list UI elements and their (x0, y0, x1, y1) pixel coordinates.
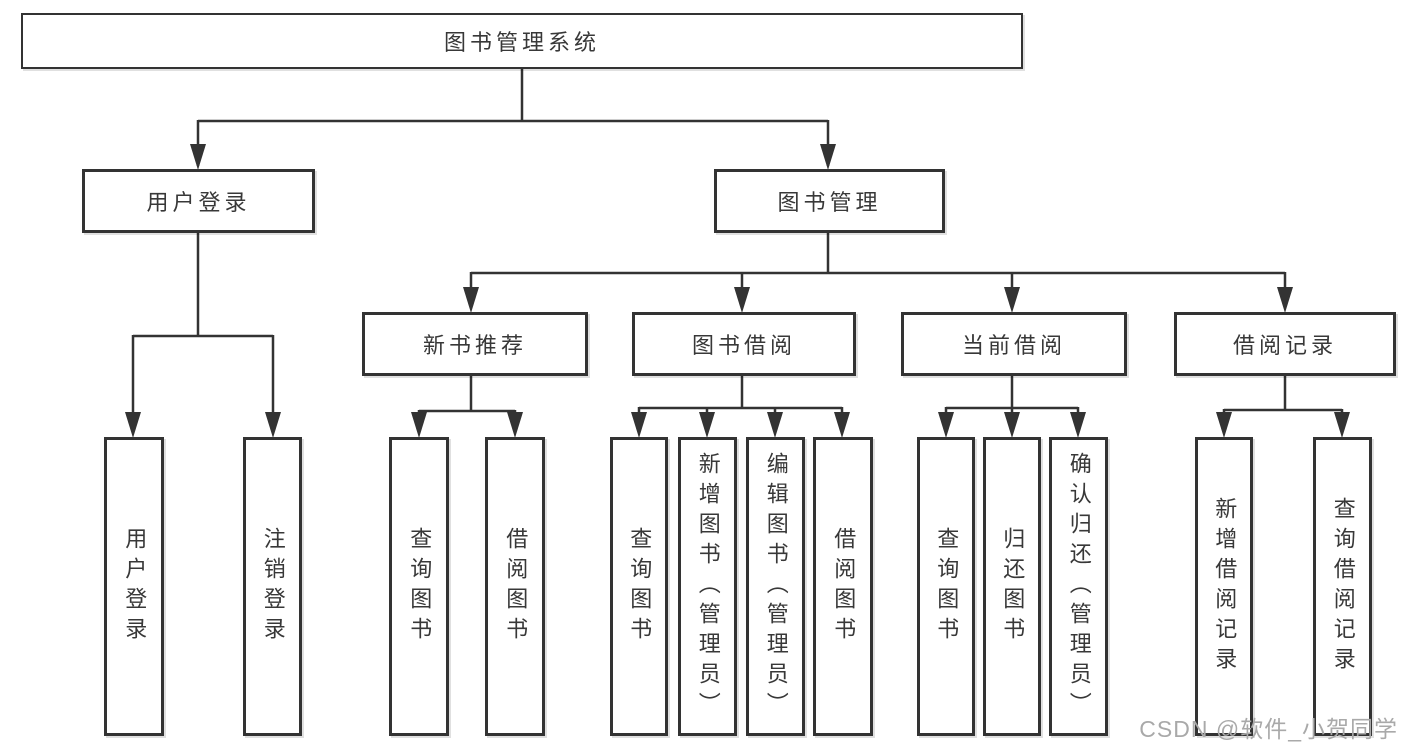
arrow-icon (734, 287, 750, 313)
connector-borrow-record (1222, 375, 1344, 433)
arrow-icon (1334, 412, 1350, 438)
arrow-icon (1277, 287, 1293, 313)
leaf-edit-book-admin: 编辑图书（管理员） (746, 437, 805, 736)
leaf-query-book-3: 查询图书 (917, 437, 975, 736)
leaf-label: 借阅图书 (503, 526, 529, 647)
node-book-borrow: 图书借阅 (632, 312, 856, 376)
arrow-icon (767, 412, 783, 438)
arrow-icon (411, 412, 427, 438)
connector-new-book (417, 375, 517, 433)
arrow-icon (938, 412, 954, 438)
connector-user-login (131, 232, 275, 433)
leaf-label: 借阅图书 (831, 526, 857, 647)
arrow-icon (265, 412, 281, 438)
leaf-add-book-admin: 新增图书（管理员） (678, 437, 737, 736)
leaf-label: 新增图书（管理员） (695, 451, 721, 722)
leaf-label: 查询图书 (407, 526, 433, 647)
arrow-icon (631, 412, 647, 438)
arrow-icon (507, 412, 523, 438)
arrow-icon (834, 412, 850, 438)
arrow-icon (125, 412, 141, 438)
leaf-query-borrow-record: 查询借阅记录 (1313, 437, 1372, 736)
leaf-label: 注销登录 (260, 526, 286, 647)
leaf-query-book-2: 查询图书 (610, 437, 668, 736)
leaf-logout: 注销登录 (243, 437, 302, 736)
node-current-borrow: 当前借阅 (901, 312, 1127, 376)
leaf-label: 查询图书 (934, 526, 960, 647)
leaf-return-book: 归还图书 (983, 437, 1041, 736)
leaf-user-login: 用户登录 (104, 437, 164, 736)
leaf-add-borrow-record: 新增借阅记录 (1195, 437, 1253, 736)
connector-book-mgmt (469, 232, 1287, 308)
arrow-icon (1004, 287, 1020, 313)
leaf-borrow-book-1: 借阅图书 (485, 437, 545, 736)
arrow-icon (1004, 412, 1020, 438)
connector-book-borrow (637, 375, 844, 433)
arrow-icon (1070, 412, 1086, 438)
arrow-icon (1216, 412, 1232, 438)
connector-current-borrow (944, 375, 1080, 433)
node-root: 图书管理系统 (21, 13, 1023, 69)
arrow-icon (190, 144, 206, 170)
leaf-borrow-book-2: 借阅图书 (813, 437, 873, 736)
connector-paths (131, 68, 1344, 433)
leaf-query-book-1: 查询图书 (389, 437, 449, 736)
leaf-label: 编辑图书（管理员） (763, 451, 789, 722)
node-user-login: 用户登录 (82, 169, 315, 233)
arrow-icon (820, 144, 836, 170)
leaf-label: 新增借阅记录 (1212, 496, 1238, 677)
leaf-label: 查询图书 (627, 526, 653, 647)
node-borrow-record: 借阅记录 (1174, 312, 1396, 376)
leaf-label: 归还图书 (1000, 526, 1026, 647)
connector-root (196, 68, 830, 166)
leaf-label: 用户登录 (122, 526, 148, 647)
node-new-book-recommend: 新书推荐 (362, 312, 588, 376)
leaf-label: 确认归还（管理员） (1066, 451, 1092, 722)
arrow-icon (699, 412, 715, 438)
arrow-icon (463, 287, 479, 313)
watermark: CSDN @软件_小贺同学 (1139, 716, 1398, 742)
leaf-label: 查询借阅记录 (1330, 496, 1356, 677)
leaf-confirm-return-admin: 确认归还（管理员） (1049, 437, 1108, 736)
node-book-mgmt: 图书管理 (714, 169, 945, 233)
